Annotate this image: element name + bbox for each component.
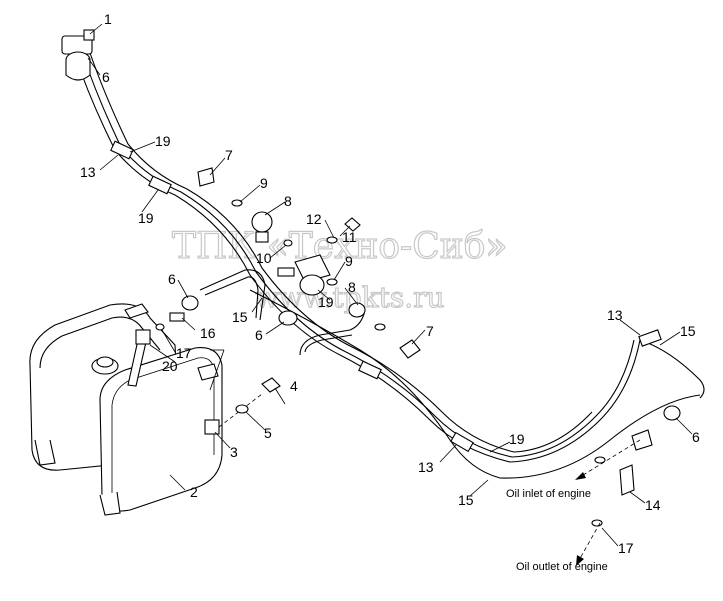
callout-14: 14 xyxy=(645,497,661,513)
fitting-top xyxy=(197,167,273,243)
callout-7: 7 xyxy=(225,147,233,163)
watermark: ТПК «Техно-Сиб» www.tpkts.ru xyxy=(171,225,508,314)
callout-8: 8 xyxy=(284,193,292,209)
callout-17: 17 xyxy=(618,540,634,556)
callout-2: 2 xyxy=(190,484,198,500)
leader-lines xyxy=(87,23,693,547)
fittings-right xyxy=(283,217,421,359)
flow-arrows xyxy=(574,439,641,566)
callout-9: 9 xyxy=(345,253,353,269)
callout-11: 11 xyxy=(342,229,357,245)
callout-10: 10 xyxy=(256,250,272,266)
fuel-tank xyxy=(29,303,223,516)
callout-19: 19 xyxy=(155,133,171,149)
callout-20: 20 xyxy=(162,358,178,374)
fuel-lines xyxy=(74,49,705,479)
oil-outlet-label: Oil outlet of engine xyxy=(516,561,608,573)
callout-3: 3 xyxy=(230,444,238,460)
callout-4: 4 xyxy=(290,378,298,394)
callout-8: 8 xyxy=(348,279,356,295)
fittings-engine-side xyxy=(591,405,681,527)
callout-5: 5 xyxy=(264,425,272,441)
callout-7: 7 xyxy=(426,323,434,339)
callout-13: 13 xyxy=(607,307,623,323)
callout-17: 17 xyxy=(176,345,192,361)
callout-12: 12 xyxy=(306,211,322,227)
callout-16: 16 xyxy=(200,325,216,341)
callout-1: 1 xyxy=(104,11,112,27)
callout-15: 15 xyxy=(458,492,474,508)
callout-15: 15 xyxy=(232,309,248,325)
callout-13: 13 xyxy=(418,459,434,475)
callout-13: 13 xyxy=(80,164,96,180)
watermark-company: ТПК «Техно-Сиб» xyxy=(172,226,507,267)
callout-19: 19 xyxy=(138,210,154,226)
callout-15: 15 xyxy=(680,323,696,339)
callout-6: 6 xyxy=(168,271,176,287)
callout-19: 19 xyxy=(318,294,334,310)
callout-9: 9 xyxy=(260,175,268,191)
oil-inlet-label: Oil inlet of engine xyxy=(506,488,591,500)
pipe-clamps xyxy=(110,140,662,453)
part-callouts: 1 6 19 13 19 7 9 8 12 11 10 9 8 19 6 15 … xyxy=(80,11,700,556)
callout-6: 6 xyxy=(692,429,700,445)
callout-6: 6 xyxy=(102,69,110,85)
callout-6: 6 xyxy=(255,327,263,343)
top-filter-assembly xyxy=(61,29,95,81)
fittings-left xyxy=(155,295,298,331)
flow-notes: Oil inlet of engine Oil outlet of engine xyxy=(506,488,608,573)
callout-19: 19 xyxy=(509,431,525,447)
